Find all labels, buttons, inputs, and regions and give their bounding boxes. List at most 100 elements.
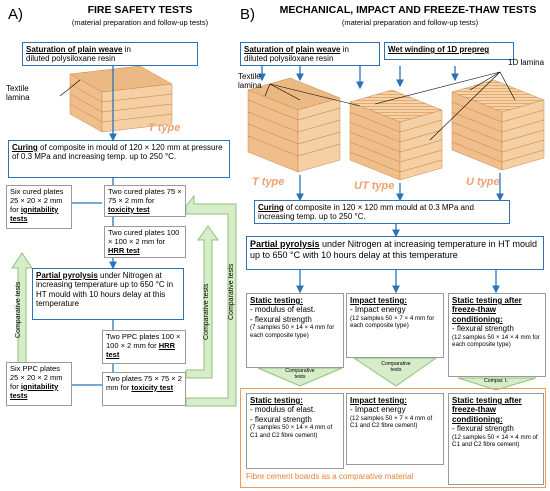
pyrolysis-text: under Nitrogen at increasing temperature… [36,271,174,309]
panel-a-subtitle: (material preparation and follow-up test… [71,18,209,27]
six-ppc-text: Six PPC plates 25 × 20 × 2 mm for [10,364,63,391]
panel-b-saturation-box: Saturation of plain weave in diluted pol… [240,42,380,66]
two-ppc-hrr-box: Two PPC plates 100 × 100 × 2 mm for HRR … [102,330,186,364]
freeze-title: Static testing after freeze-thaw conditi… [452,296,522,324]
panel-a-saturation-box: Saturation of plain weave in diluted pol… [22,42,198,66]
freeze-thaw-fc-box: Static testing after freeze-thaw conditi… [448,393,544,485]
panel-b-letter: B) [240,6,255,23]
type-t-label: T type [252,176,285,188]
impact-testing-box: Impact testing: - Impact energy (12 samp… [346,293,444,358]
static2-note: (7 samples 50 × 14 × 4 mm of C1 and C2 f… [250,424,333,439]
impact-title: Impact testing: [350,296,407,305]
two-plates-tox-box: Two plates 75 × 75 × 2 mm for toxicity t… [102,372,186,406]
comparative-label-b3: Compar. t. [484,378,508,384]
panel-b-stack-ut [349,89,443,181]
fibre-cement-caption: Fibre cement boards as a comparative mat… [246,472,414,481]
panel-b-stack-t [247,77,341,173]
comparative-label-b2: Comparative tests [381,361,411,373]
type-ut-label: UT type [354,180,395,192]
static2-line2: - flexural strength [250,414,312,424]
b-saturation-title: Saturation of plain weave [244,45,341,54]
b-curing-title: Curing [258,203,284,212]
ud-lamina-label: 1D lamina [508,58,545,67]
comparative-arrow-b2 [352,357,438,387]
panel-a-pyrolysis-box: Partial pyrolysis under Nitrogen at incr… [32,268,184,320]
wet-winding-label: Wet winding of 1D prepreg [388,45,490,54]
freeze2-line1: - flexural strength [452,424,514,434]
impact2-note: (12 samples 50 × 7 × 4 mm of C1 and C2 f… [350,414,433,430]
b-saturation-in: in [340,45,349,54]
pyrolysis-title: Partial pyrolysis [36,271,98,280]
panel-a-type-label: T type [148,122,181,134]
six-ppc-test: ignitability tests [10,381,59,400]
two-cured-hrr-box: Two cured plates 100 × 100 × 2 mm for HR… [104,226,186,258]
panel-b-title: MECHANICAL, IMPACT AND FREEZE-THAW TESTS [279,4,537,16]
comparative-arrow-right-outer [185,194,237,407]
static-title: Static testing: [250,296,303,305]
panel-b-pyrolysis-box: Partial pyrolysis under Nitrogen at incr… [246,236,544,270]
fibre-cement-frame [240,388,546,488]
b-curing-text: of composite in 120 × 120 mm mould at 0.… [258,203,474,222]
freeze-note: (12 samples 50 × 14 × 4 mm for each comp… [452,333,540,349]
two-cured-tox-text: Two cured plates 75 × 75 × 2 mm for [108,187,182,205]
panel-b-pointers [264,71,516,141]
panel-a-title: FIRE SAFETY TESTS [87,4,193,16]
panel-a-textile-label: Textile lamina [6,84,30,103]
comparative-label-left: Comparative tests [15,281,22,338]
panel-a-laminate-stack [69,65,173,133]
comparative-arrow-b3 [457,377,537,391]
b-pyrolysis-text: under Nitrogen at increasing temperature… [250,239,537,260]
b-pyrolysis-title: Partial pyrolysis [250,239,320,249]
saturation-title: Saturation of plain weave [26,45,123,54]
b-saturation-resin: diluted polysiloxane resin [244,54,334,64]
comparative-label-right2: Comparative tests [228,263,235,320]
freeze2-note: (12 samples 50 × 14 × 4 mm of C1 and C2 … [452,433,538,449]
static-testing-box: Static testing: - modulus of elast. - fl… [246,293,344,368]
saturation-resin: diluted polysiloxane resin [26,54,116,64]
curing-title: Curing [12,143,38,152]
static2-line1: - modulus of elast. [250,405,316,415]
panel-b-subtitle: (material preparation and follow-up test… [341,18,479,27]
static-line1: - modulus of elast. [250,305,316,315]
panel-b-stack-u [451,79,545,171]
comparative-arrow-b1 [257,367,343,387]
static-line2: - flexural strength [250,314,312,324]
panel-a-letter: A) [8,6,23,23]
two-cured-tox-box: Two cured plates 75 × 75 × 2 mm for toxi… [104,185,186,217]
freeze-thaw-box: Static testing after freeze-thaw conditi… [448,293,546,377]
two-ppc-hrr-test: HRR test [106,340,175,359]
panel-b-connectors [258,66,504,294]
six-ppc-plates-box: Six PPC plates 25 × 20 × 2 mm for ignita… [6,362,72,406]
curing-text: of composite in mould of 120 × 120 mm at… [12,143,223,162]
static-testing-fc-box: Static testing: - modulus of elast. - fl… [246,393,344,469]
freeze-line1: - flexural strength [452,324,514,334]
six-cured-text: Six cured plates 25 × 20 × 2 mm for [10,187,64,214]
two-ppc-hrr-text: Two PPC plates 100 × 100 × 2 mm for [106,332,181,350]
panel-b-textile-label: Textile lamina [238,72,262,91]
six-cured-test: ignitability tests [10,204,59,223]
impact2-title: Impact testing: [350,396,407,405]
saturation-in: in [122,45,131,54]
six-cured-plates-box: Six cured plates 25 × 20 × 2 mm for igni… [6,185,72,229]
wet-winding-box: Wet winding of 1D prepreg [384,42,514,60]
two-plates-tox-text: Two plates 75 × 75 × 2 mm for [106,374,182,392]
two-plates-tox-test: toxicity test [131,382,174,392]
static2-title: Static testing: [250,396,303,405]
panel-a-curing-box: Curing of composite in mould of 120 × 12… [8,140,230,178]
impact2-line1: - Impact energy [350,405,406,415]
panel-b-curing-box: Curing of composite in 120 × 120 mm moul… [254,200,510,224]
type-u-label: U type [466,176,500,188]
two-cured-hrr-text: Two cured plates 100 × 100 × 2 mm for [108,228,180,246]
freeze2-title: Static testing after freeze-thaw conditi… [452,396,522,424]
comparative-label-right1: Comparative tests [203,283,210,340]
impact-testing-fc-box: Impact testing: - Impact energy (12 samp… [346,393,444,465]
textile-pointer-a [59,79,81,97]
two-cured-hrr-test: HRR test [108,245,140,255]
comparative-arrow-right-inner [185,225,219,379]
impact-line1: - Impact energy [350,305,406,315]
impact-note: (12 samples 50 × 7 × 4 mm for each compo… [350,314,435,330]
comparative-label-b1: Comparative tests [285,368,315,380]
static-note: (7 samples 50 × 14 × 4 mm for each compo… [250,324,335,339]
two-cured-tox-test: toxicity test [108,204,150,214]
